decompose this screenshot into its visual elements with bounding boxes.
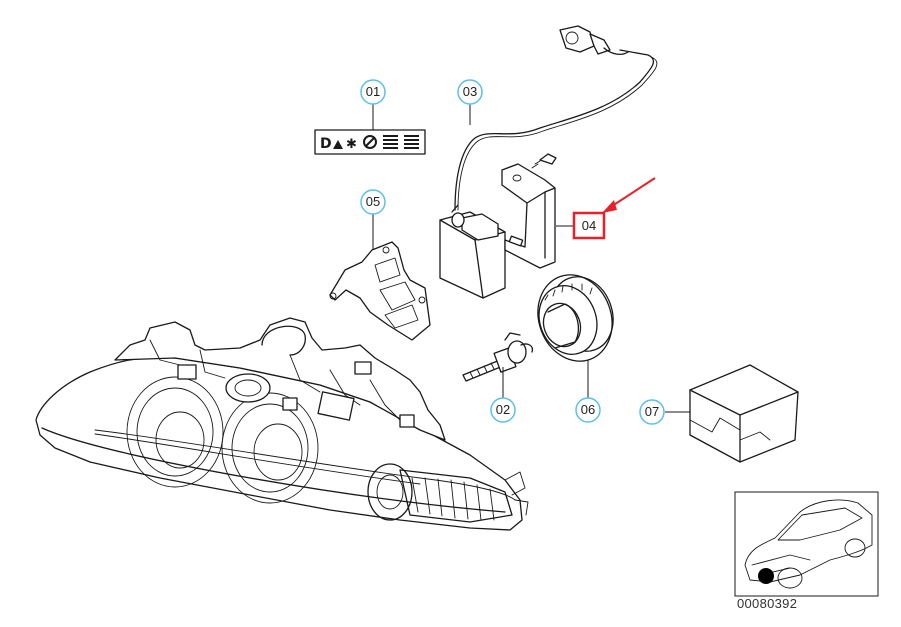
callout-07-label: 07 [645, 404, 659, 419]
callout-04-highlighted[interactable]: 04 [572, 211, 606, 240]
callout-06-label: 06 [581, 402, 595, 417]
leader-lines [372, 104, 690, 413]
xenon-bulb-icon[interactable] [462, 332, 534, 382]
svg-text:✱: ✱ [346, 137, 357, 152]
callout-02[interactable]: 02 [490, 397, 516, 423]
car-location-thumbnail-icon [734, 491, 879, 597]
callout-06[interactable]: 06 [575, 397, 601, 423]
bracket-icon[interactable] [501, 153, 557, 269]
callout-03-label: 03 [463, 84, 477, 99]
mounting-plate-icon[interactable] [329, 241, 431, 341]
callout-05-label: 05 [366, 194, 380, 209]
headlight-assembly-icon[interactable] [35, 317, 529, 531]
highlight-arrow-icon [602, 177, 656, 213]
ballast-control-unit-icon[interactable] [439, 25, 658, 299]
callout-05[interactable]: 05 [360, 189, 386, 215]
callout-04-label: 04 [582, 218, 596, 233]
callout-03[interactable]: 03 [457, 79, 483, 105]
svg-text:D: D [320, 136, 332, 152]
warning-label-icon[interactable]: D ✱ [314, 129, 426, 155]
callout-01-label: 01 [366, 84, 380, 99]
bulb-cap-icon[interactable] [526, 264, 624, 371]
callout-01[interactable]: 01 [360, 79, 386, 105]
callout-07[interactable]: 07 [639, 399, 665, 425]
callout-02-label: 02 [496, 402, 510, 417]
diagram-reference-number: 00080392 [737, 596, 798, 611]
package-box-icon[interactable] [689, 364, 799, 463]
